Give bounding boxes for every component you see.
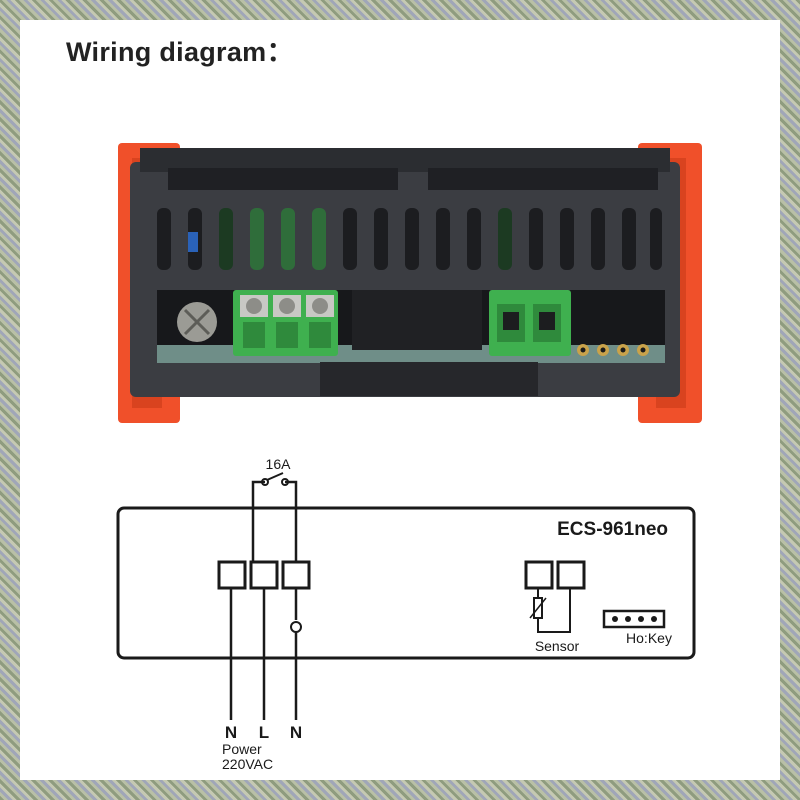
relay-wire-left bbox=[251, 480, 265, 562]
lamp-icon bbox=[290, 621, 302, 633]
key-header-box bbox=[602, 609, 666, 629]
terminal-label-n1: N bbox=[225, 723, 237, 742]
page-title: Wiring diagram： bbox=[66, 37, 294, 67]
schematic-diagram bbox=[116, 472, 696, 720]
relay-wire-right bbox=[285, 480, 298, 562]
model-label: ECS-961neo bbox=[557, 519, 668, 540]
sensor-terminal-box-2 bbox=[556, 560, 586, 590]
housing-top-rail-right bbox=[428, 168, 658, 190]
key-label: Ho:Key bbox=[626, 630, 672, 646]
key-header-pins bbox=[577, 344, 649, 356]
terminal-label-n2: N bbox=[290, 723, 302, 742]
sensor-terminal-block bbox=[489, 290, 571, 356]
relay-terminal-block bbox=[233, 290, 338, 356]
power-label: Power bbox=[222, 741, 262, 757]
housing-bottom-tab bbox=[320, 362, 538, 396]
voltage-label: 220VAC bbox=[222, 756, 273, 772]
terminal-box-n bbox=[217, 560, 247, 590]
sensor-label: Sensor bbox=[535, 638, 580, 654]
controller-outline bbox=[116, 506, 696, 660]
screw-terminal-icon bbox=[246, 298, 262, 314]
relay-contact-icon bbox=[261, 472, 289, 486]
sensor-terminal-box-1 bbox=[524, 560, 554, 590]
relay-rating-label: 16A bbox=[266, 456, 292, 472]
screw-terminal-icon bbox=[279, 298, 295, 314]
terminal-box-l bbox=[249, 560, 279, 590]
relay-component bbox=[352, 290, 482, 350]
terminal-box-load bbox=[281, 560, 311, 590]
thermistor-icon bbox=[529, 597, 547, 619]
housing-top-rail-left bbox=[168, 168, 398, 190]
screw-terminal-icon bbox=[312, 298, 328, 314]
controller-rear-photo bbox=[118, 143, 702, 423]
terminal-label-l: L bbox=[259, 723, 269, 742]
vent-slots bbox=[157, 208, 662, 270]
